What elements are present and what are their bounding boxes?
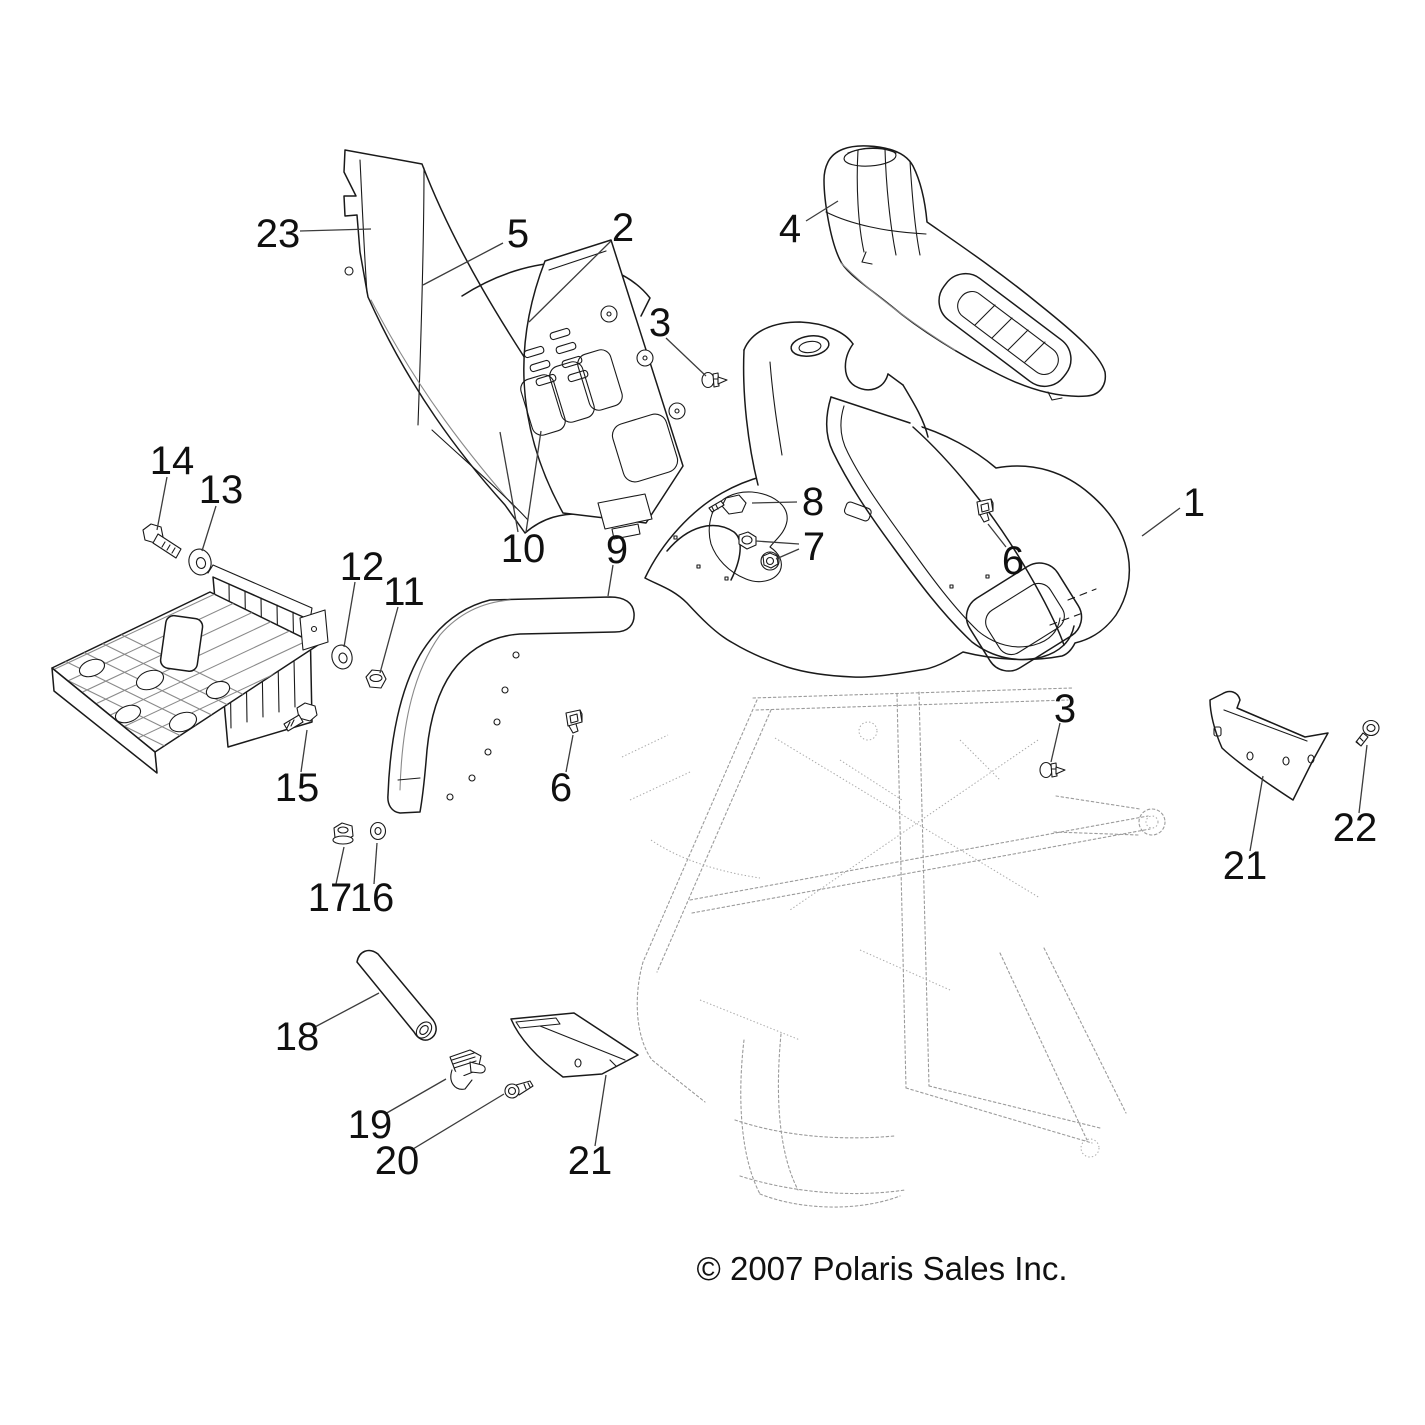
callout-12: 12 bbox=[340, 545, 385, 648]
part-footwell bbox=[51, 564, 329, 774]
svg-text:18: 18 bbox=[275, 1015, 320, 1059]
part-washer-13 bbox=[188, 548, 212, 576]
svg-text:11: 11 bbox=[383, 570, 425, 614]
svg-text:12: 12 bbox=[340, 545, 385, 589]
svg-text:21: 21 bbox=[1223, 844, 1268, 888]
callout-6: 6 bbox=[987, 523, 1024, 583]
svg-text:3: 3 bbox=[1054, 687, 1076, 731]
part-nut-17 bbox=[332, 822, 354, 845]
callout-14: 14 bbox=[150, 439, 195, 531]
part-screw-22 bbox=[1355, 719, 1380, 747]
callout-4: 4 bbox=[779, 200, 839, 251]
svg-text:1: 1 bbox=[1183, 481, 1205, 525]
callout-16: 16 bbox=[350, 842, 395, 920]
part-nut-7 bbox=[738, 531, 780, 571]
part-nut-11 bbox=[365, 669, 387, 689]
callout-3: 3 bbox=[649, 301, 707, 377]
svg-text:23: 23 bbox=[256, 212, 301, 256]
part-access-panel bbox=[520, 239, 686, 540]
callout-6: 6 bbox=[550, 734, 574, 810]
svg-text:20: 20 bbox=[375, 1139, 420, 1183]
svg-text:21: 21 bbox=[568, 1139, 613, 1183]
svg-text:7: 7 bbox=[803, 525, 825, 569]
svg-text:9: 9 bbox=[606, 528, 628, 572]
svg-text:15: 15 bbox=[275, 766, 320, 810]
part-rivet-3-top bbox=[701, 371, 728, 389]
svg-text:2: 2 bbox=[612, 206, 634, 250]
part-fender-hump bbox=[826, 396, 1097, 672]
svg-text:6: 6 bbox=[1002, 539, 1024, 583]
callout-20: 20 bbox=[375, 1093, 505, 1183]
part-tube-18 bbox=[356, 949, 437, 1041]
callout-7: 7 bbox=[755, 525, 825, 569]
part-mudguard-strip bbox=[387, 596, 635, 814]
svg-text:14: 14 bbox=[150, 439, 195, 483]
callout-23: 23 bbox=[256, 212, 372, 256]
part-clamp-19 bbox=[449, 1049, 486, 1090]
part-rivet-3-bottom bbox=[1039, 761, 1066, 779]
callout-17: 17 bbox=[308, 846, 353, 920]
ghost-frame bbox=[621, 687, 1166, 1208]
part-bolt-8 bbox=[708, 494, 747, 515]
part-console-cover bbox=[823, 145, 1107, 401]
callout-3: 3 bbox=[1050, 687, 1076, 763]
part-bolt-14 bbox=[142, 523, 182, 559]
callout-19: 19 bbox=[348, 1078, 447, 1147]
copyright-text: © 2007 Polaris Sales Inc. bbox=[696, 1250, 1067, 1287]
svg-text:8: 8 bbox=[802, 480, 824, 524]
svg-text:22: 22 bbox=[1333, 806, 1378, 850]
svg-text:5: 5 bbox=[507, 212, 529, 256]
svg-text:4: 4 bbox=[779, 207, 801, 251]
callout-18: 18 bbox=[275, 992, 380, 1059]
part-bolt-15 bbox=[283, 702, 318, 732]
part-clip-6-middle bbox=[565, 709, 583, 734]
callout-21: 21 bbox=[1223, 775, 1268, 888]
svg-text:3: 3 bbox=[649, 301, 671, 345]
svg-text:10: 10 bbox=[501, 527, 546, 571]
callout-15: 15 bbox=[275, 729, 320, 810]
callout-8: 8 bbox=[751, 480, 824, 524]
callout-11: 11 bbox=[379, 570, 425, 674]
callout-1: 1 bbox=[1141, 481, 1205, 537]
svg-text:6: 6 bbox=[550, 766, 572, 810]
part-washer-12 bbox=[331, 644, 353, 670]
callout-2: 2 bbox=[528, 206, 634, 323]
part-bracket-21-bottom bbox=[510, 1012, 639, 1078]
callout-21: 21 bbox=[568, 1074, 613, 1183]
part-screw-20 bbox=[504, 1080, 534, 1099]
callout-5: 5 bbox=[422, 212, 529, 286]
callout-13: 13 bbox=[199, 468, 244, 552]
svg-text:19: 19 bbox=[348, 1103, 393, 1147]
part-washer-16 bbox=[369, 821, 387, 841]
callout-22: 22 bbox=[1333, 744, 1378, 850]
svg-text:13: 13 bbox=[199, 468, 244, 512]
callout-9: 9 bbox=[606, 528, 628, 597]
svg-text:16: 16 bbox=[350, 876, 395, 920]
svg-text:17: 17 bbox=[308, 876, 353, 920]
part-bracket-21-right bbox=[1209, 690, 1329, 801]
callout-10: 10 bbox=[499, 430, 546, 571]
